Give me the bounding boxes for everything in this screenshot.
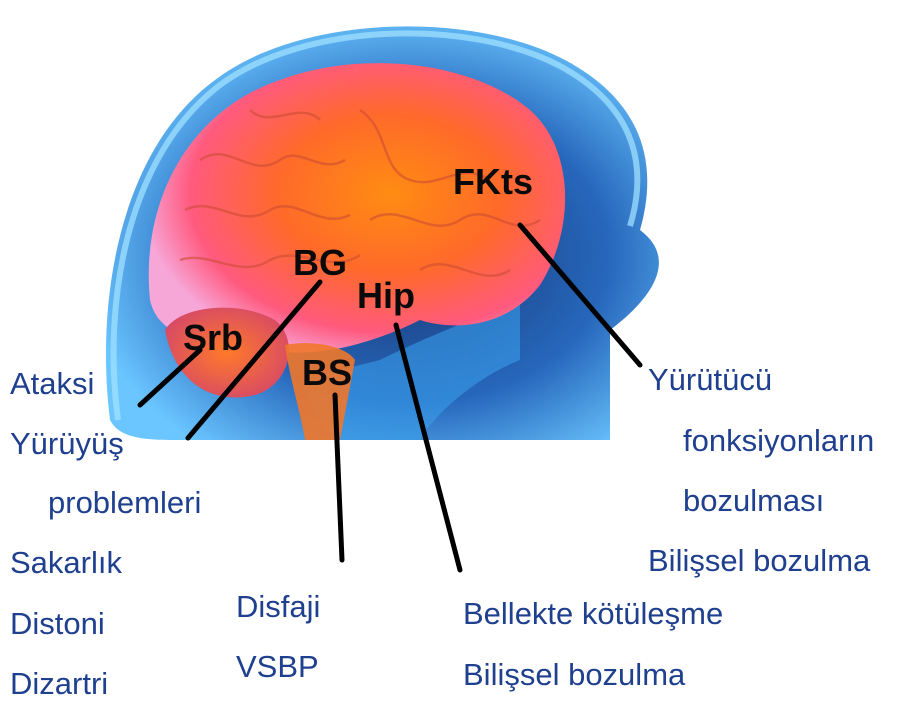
label-disfaji: Disfaji [236, 591, 320, 622]
region-label-hip: Hip [357, 275, 415, 316]
label-distoni: Distoni [10, 608, 105, 639]
label-yuruyus: Yürüyüş [10, 428, 124, 459]
region-label-fkts: FKts [453, 161, 533, 202]
label-sakarlik: Sakarlık [10, 547, 122, 578]
label-bilissel-bozulma-bottom: Bilişsel bozulma [463, 659, 685, 690]
label-yurutucu: Yürütücü [648, 364, 772, 395]
label-bilissel-bozulma-right: Bilişsel bozulma [648, 545, 870, 576]
region-label-bs: BS [302, 352, 352, 393]
label-bellekte-kotulesme: Bellekte kötüleşme [463, 598, 723, 629]
label-bozulmasi: bozulması [683, 485, 824, 516]
label-dizartri: Dizartri [10, 668, 108, 699]
label-fonksiyonlarin: fonksiyonların [683, 425, 874, 456]
label-ataksi: Ataksi [10, 368, 94, 399]
region-label-bg: BG [293, 242, 347, 283]
label-vsbp: VSBP [236, 651, 319, 682]
region-label-srb: Srb [183, 317, 243, 358]
label-problemleri: problemleri [48, 487, 201, 518]
